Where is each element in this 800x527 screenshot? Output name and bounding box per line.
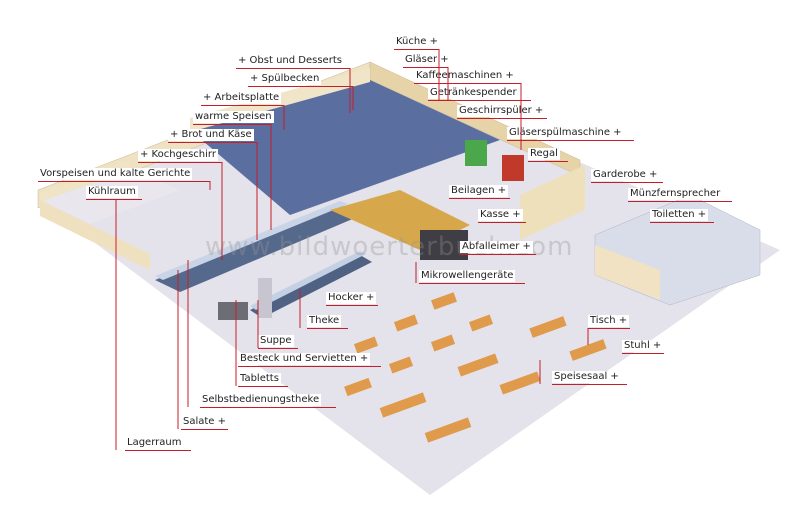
right-wall [520,165,585,240]
label-selbstbedienungstheke[interactable]: Selbstbedienungstheke [200,394,322,406]
label-arbeitsplatte[interactable]: + Arbeitsplatte [201,92,282,104]
label-abfalleimer[interactable]: Abfalleimer + [460,241,533,253]
table [344,377,372,397]
label-regal[interactable]: Regal [528,148,560,160]
label-lagerraum[interactable]: Lagerraum [125,437,184,449]
leader-line [201,105,284,106]
leader-line [588,328,630,329]
leader-line [403,67,448,68]
label-tabletts[interactable]: Tabletts [238,373,281,385]
front-counter [250,255,372,318]
leader-line [428,100,531,101]
leader-line [248,86,353,87]
shelf-red [502,155,524,181]
leader-line [622,353,664,354]
label-theke[interactable]: Theke [307,315,342,327]
table [353,336,379,354]
label-kasse[interactable]: Kasse + [478,209,523,221]
label-suppe[interactable]: Suppe [258,335,294,347]
leader-line [193,124,271,125]
label-besteck-und-servietten[interactable]: Besteck und Servietten + [238,353,371,365]
label-getraenkespender[interactable]: Getränkespender [428,87,519,99]
front-counter-top [250,251,366,310]
label-garderobe[interactable]: Garderobe + [591,169,660,181]
table [499,371,541,395]
leader-line [457,118,547,119]
table [569,339,607,361]
leader-line [419,283,525,284]
leader-line [200,407,336,408]
leader-line [86,199,142,200]
leader-line [591,182,663,183]
label-tisch[interactable]: Tisch + [588,315,630,327]
leader-line [258,348,298,349]
label-muenzfernsprecher[interactable]: Münzfernsprecher [628,188,723,200]
label-toiletten[interactable]: Toiletten + [650,209,709,221]
table [457,353,499,377]
label-mikrowellengeraete[interactable]: Mikrowellengeräte [419,270,516,282]
label-warme-speisen[interactable]: warme Speisen [193,111,274,123]
label-beilagen[interactable]: Beilagen + [449,185,509,197]
label-vorspeisen-und-kalte-gerichte[interactable]: Vorspeisen und kalte Gerichte [38,168,193,180]
label-stuhl[interactable]: Stuhl + [622,340,664,352]
label-kuehlraum[interactable]: Kühlraum [86,186,138,198]
leader-line [460,254,536,255]
store-room-wall [40,200,150,270]
leader-line [38,181,210,182]
trays [218,302,248,320]
table [379,392,427,418]
label-obst-und-desserts[interactable]: + Obst und Desserts [236,55,344,67]
leader-line [528,161,568,162]
label-kochgeschirr[interactable]: + Kochgeschirr [138,149,218,161]
label-brot-und-kaese[interactable]: + Brot und Käse [168,129,254,141]
leader-line [168,142,257,143]
table [424,417,472,443]
table [430,334,456,352]
label-spuelbecken[interactable]: + Spülbecken [248,73,322,85]
leader-line [138,162,222,163]
serving-counter [155,205,362,292]
label-geschirrspueler[interactable]: Geschirrspüler + [457,105,546,117]
leader-line [449,198,510,199]
table [431,292,457,310]
leader-line [552,384,627,385]
shelf-green [465,140,487,166]
dining-tables [344,292,607,443]
leader-line [238,386,288,387]
leader-line [628,201,732,202]
label-hocker[interactable]: Hocker + [326,292,377,304]
washroom-front-wall [595,245,660,300]
leader-line [307,328,348,329]
leader-line [181,429,228,430]
table [388,356,414,374]
label-speisesaal[interactable]: Speisesaal + [552,371,621,383]
leader-line [478,222,526,223]
serving-counter-top [155,201,348,280]
leader-line [650,222,714,223]
leader-line [125,450,191,451]
label-salate[interactable]: Salate + [181,416,229,428]
leader-line [238,366,381,367]
table [468,314,494,332]
leader-line [326,305,378,306]
leader-line [394,49,439,50]
table [529,316,567,338]
label-glaeserspuelmaschine[interactable]: Gläserspülmaschine + [507,127,624,139]
leader-line [507,140,634,141]
leader-line [414,83,521,84]
pillar [258,278,272,318]
table [393,314,419,332]
label-kueche[interactable]: Küche + [394,36,440,48]
leader-line [236,68,350,69]
